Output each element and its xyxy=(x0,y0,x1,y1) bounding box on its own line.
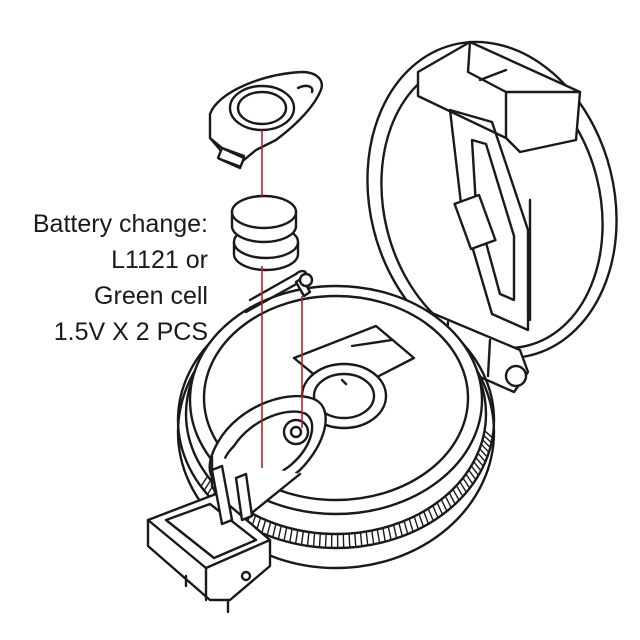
knurl-tick xyxy=(480,443,490,453)
knurl-tick xyxy=(318,532,321,548)
knurl-tick xyxy=(427,507,434,522)
knurl-tick xyxy=(359,531,363,547)
knurl-tick xyxy=(277,525,282,540)
knurl-tick xyxy=(387,525,392,541)
knurl-tick xyxy=(289,528,293,544)
knurl-tick xyxy=(448,492,456,505)
knurl-tick xyxy=(432,505,439,519)
knurl-tick xyxy=(283,526,288,542)
knurl-tick xyxy=(444,495,452,509)
knurl-tick xyxy=(408,518,414,533)
knurl-tick xyxy=(261,519,267,534)
knurl-tick xyxy=(481,439,491,449)
knurl-tick xyxy=(324,533,327,549)
knurl-tick xyxy=(482,434,493,444)
knurl-tick xyxy=(392,524,398,539)
knurl-tick xyxy=(312,532,316,548)
knurl-tick xyxy=(478,448,488,458)
spring-contact xyxy=(244,269,314,314)
knurl-tick xyxy=(376,528,381,544)
assembly-guides xyxy=(261,130,303,468)
knurl-tick xyxy=(266,521,272,536)
knurl-tick xyxy=(306,531,310,547)
knurl-tick xyxy=(452,488,460,501)
knurl-tick xyxy=(398,522,403,537)
compass-lid xyxy=(366,40,618,394)
knurl-tick xyxy=(300,530,304,546)
knurl-tick xyxy=(365,530,369,547)
knurl-tick xyxy=(382,527,386,543)
knurl-tick xyxy=(348,532,351,549)
battery-cells xyxy=(230,194,300,272)
knurl-tick xyxy=(403,520,409,535)
callout-line-alt: Green cell xyxy=(94,282,208,310)
knurl-tick xyxy=(418,513,425,528)
knurl-tick xyxy=(436,501,444,516)
knurl-tick xyxy=(294,529,299,545)
knurl-tick xyxy=(440,498,448,512)
knurl-tick xyxy=(455,484,464,497)
thumb-ring-latch xyxy=(146,464,272,614)
knurl-tick xyxy=(465,473,474,485)
callout-line-title: Battery change: xyxy=(32,210,208,238)
knurl-tick xyxy=(483,430,494,439)
knurl-tick xyxy=(203,479,212,492)
knurl-tick xyxy=(477,452,487,463)
callout-line-model: L1121 or xyxy=(111,246,208,274)
knurl-tick xyxy=(272,523,277,538)
knurl-tick xyxy=(423,510,430,525)
knurl-tick xyxy=(473,461,482,472)
knurl-tick xyxy=(371,529,375,545)
callout-line-spec: 1.5V X 2 PCS xyxy=(53,318,208,346)
knurl-tick xyxy=(200,475,209,487)
knurl-tick xyxy=(468,469,477,481)
knurl-tick xyxy=(470,465,480,476)
knurl-tick xyxy=(413,515,419,530)
knurl-tick xyxy=(475,456,484,467)
battery-change-callout: Battery change: L1121 or Green cell 1.5V… xyxy=(33,206,208,350)
battery-cover xyxy=(208,70,323,170)
knurl-tick xyxy=(354,532,357,548)
knurl-tick xyxy=(459,481,468,493)
knurl-tick xyxy=(462,477,471,489)
